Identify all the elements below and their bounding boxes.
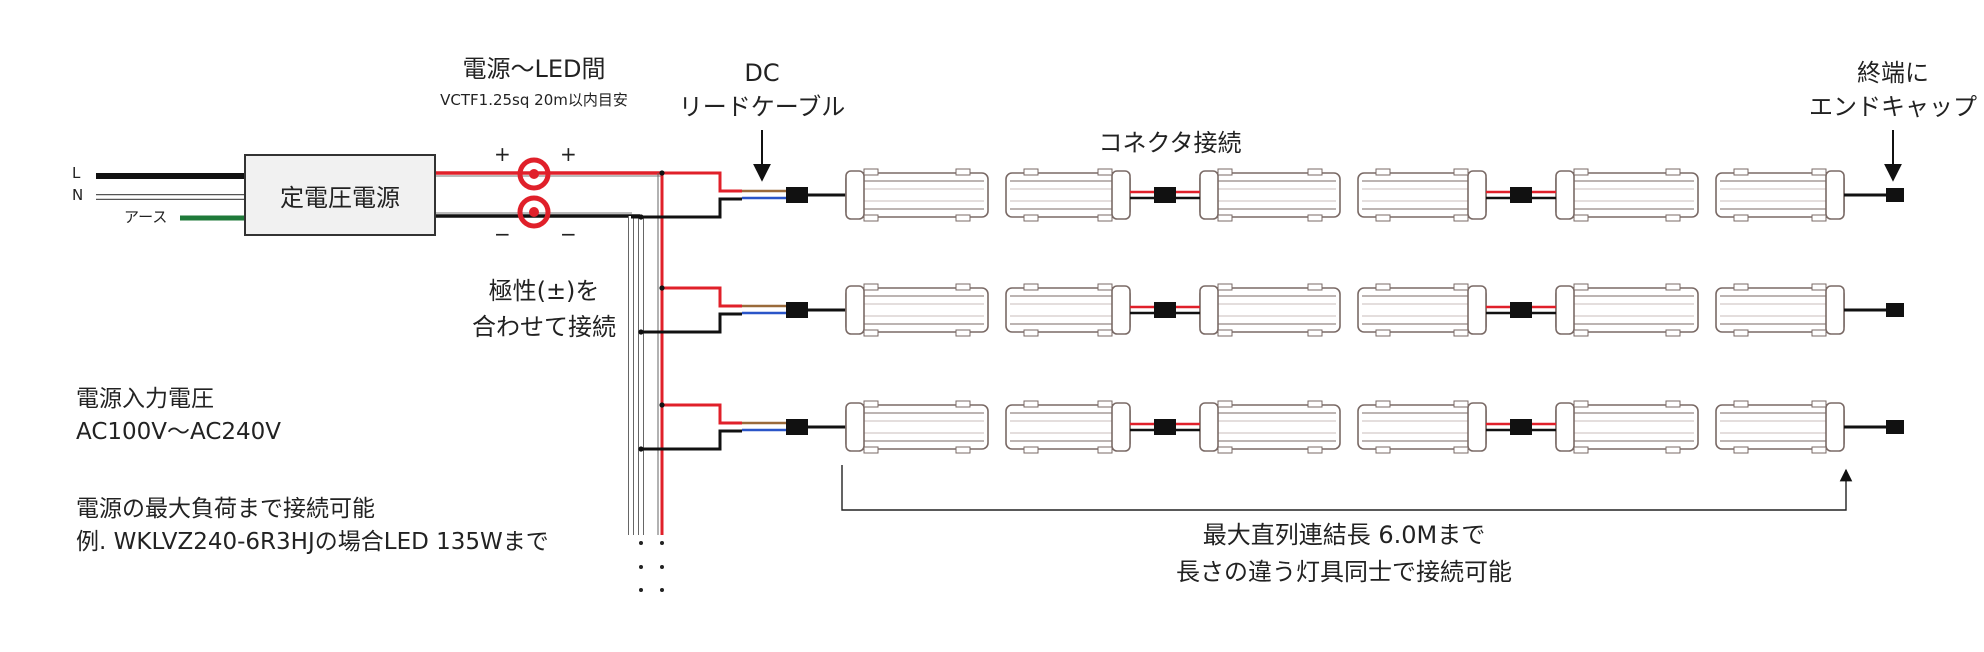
led-fixture — [845, 168, 989, 222]
row-negative-feed — [641, 312, 742, 334]
led-fixture — [1199, 283, 1341, 337]
row-positive-feed — [662, 403, 742, 425]
psu-to-led-title: 電源～LED間 — [462, 55, 606, 83]
led-fixture — [1357, 400, 1487, 454]
inter-fixture-connector — [1130, 302, 1200, 318]
psu-to-led-cable: VCTF1.25sq 20m以内目安 — [440, 91, 628, 109]
led-fixture — [1715, 400, 1845, 454]
led-fixture — [1005, 168, 1131, 222]
bus-junction — [659, 170, 665, 176]
led-fixture — [845, 283, 989, 337]
end-cap — [1886, 303, 1904, 317]
inter-fixture-connector — [1486, 419, 1556, 435]
positive-terminal — [517, 157, 551, 191]
dc-cable-label-1: DC — [744, 59, 780, 87]
inter-fixture-connector — [1130, 419, 1200, 435]
max-length-label-2: 長さの違う灯具同士で接続可能 — [1176, 558, 1512, 586]
led-fixture — [1715, 168, 1845, 222]
bus-junction — [638, 329, 644, 335]
end-cap — [1886, 420, 1904, 434]
minus-sign-right: − — [560, 222, 577, 246]
max-load-line-2: 例. WKLVZ240-6R3HJの場合LED 135Wまで — [76, 529, 549, 556]
plus-sign-right: + — [560, 142, 577, 166]
bus-positive — [657, 173, 664, 535]
led-fixture — [1357, 283, 1487, 337]
dc-connector — [786, 187, 808, 203]
endcap-label-1: 終端に — [1857, 59, 1929, 87]
endcap-label-2: エンドキャップ — [1809, 93, 1977, 121]
label-line-l: L — [72, 164, 81, 182]
minus-sign-left: − — [494, 222, 511, 246]
dc-connector — [786, 302, 808, 318]
polarity-label-2: 合わせて接続 — [472, 313, 616, 341]
led-fixture — [1555, 400, 1699, 454]
fixture-rows — [631, 168, 1904, 454]
led-fixture — [1357, 168, 1487, 222]
fixture-row — [638, 283, 1904, 337]
inter-fixture-connector — [1486, 302, 1556, 318]
dc-cable-label-2: リードケーブル — [678, 93, 846, 121]
max-load-line-1: 電源の最大負荷まで接続可能 — [76, 496, 375, 522]
led-fixture — [1715, 283, 1845, 337]
max-length-bracket — [841, 465, 1853, 511]
bus-junction — [659, 285, 665, 291]
label-line-n: N — [72, 186, 84, 204]
led-fixture — [1005, 400, 1131, 454]
input-voltage-range: AC100V～AC240V — [76, 419, 282, 446]
inter-fixture-connector — [1486, 187, 1556, 203]
negative-terminal — [517, 195, 551, 229]
led-fixture — [845, 400, 989, 454]
fixture-row — [638, 400, 1904, 454]
row-positive-feed — [662, 286, 742, 308]
continuation-dots — [639, 541, 664, 592]
power-supply-box: 定電圧電源 — [244, 154, 436, 236]
max-length-label-1: 最大直列連結長 6.0Mまで — [1202, 521, 1486, 549]
power-supply-label: 定電圧電源 — [280, 183, 400, 212]
end-cap — [1886, 188, 1904, 202]
row-positive-feed — [662, 171, 742, 193]
bus-junction — [659, 402, 665, 408]
row-negative-feed — [641, 197, 742, 219]
dc-connector — [786, 419, 808, 435]
bus-junction — [638, 446, 644, 452]
max-load-note: 電源の最大負荷まで接続可能 例. WKLVZ240-6R3HJの場合LED 13… — [76, 493, 549, 560]
led-fixture — [1005, 283, 1131, 337]
led-fixture — [1555, 168, 1699, 222]
fixture-row — [631, 168, 1904, 222]
polarity-label-1: 極性(±)を — [488, 277, 600, 305]
connector-label: コネクタ接続 — [1098, 129, 1242, 157]
led-fixture — [1555, 283, 1699, 337]
inter-fixture-connector — [1130, 187, 1200, 203]
led-fixture — [1199, 168, 1341, 222]
label-earth: アース — [124, 208, 168, 226]
plus-sign-left: + — [494, 142, 511, 166]
input-voltage-note: 電源入力電圧 AC100V～AC240V — [76, 383, 281, 450]
input-voltage-title: 電源入力電圧 — [76, 386, 214, 412]
led-fixture — [1199, 400, 1341, 454]
row-negative-feed — [641, 429, 742, 451]
